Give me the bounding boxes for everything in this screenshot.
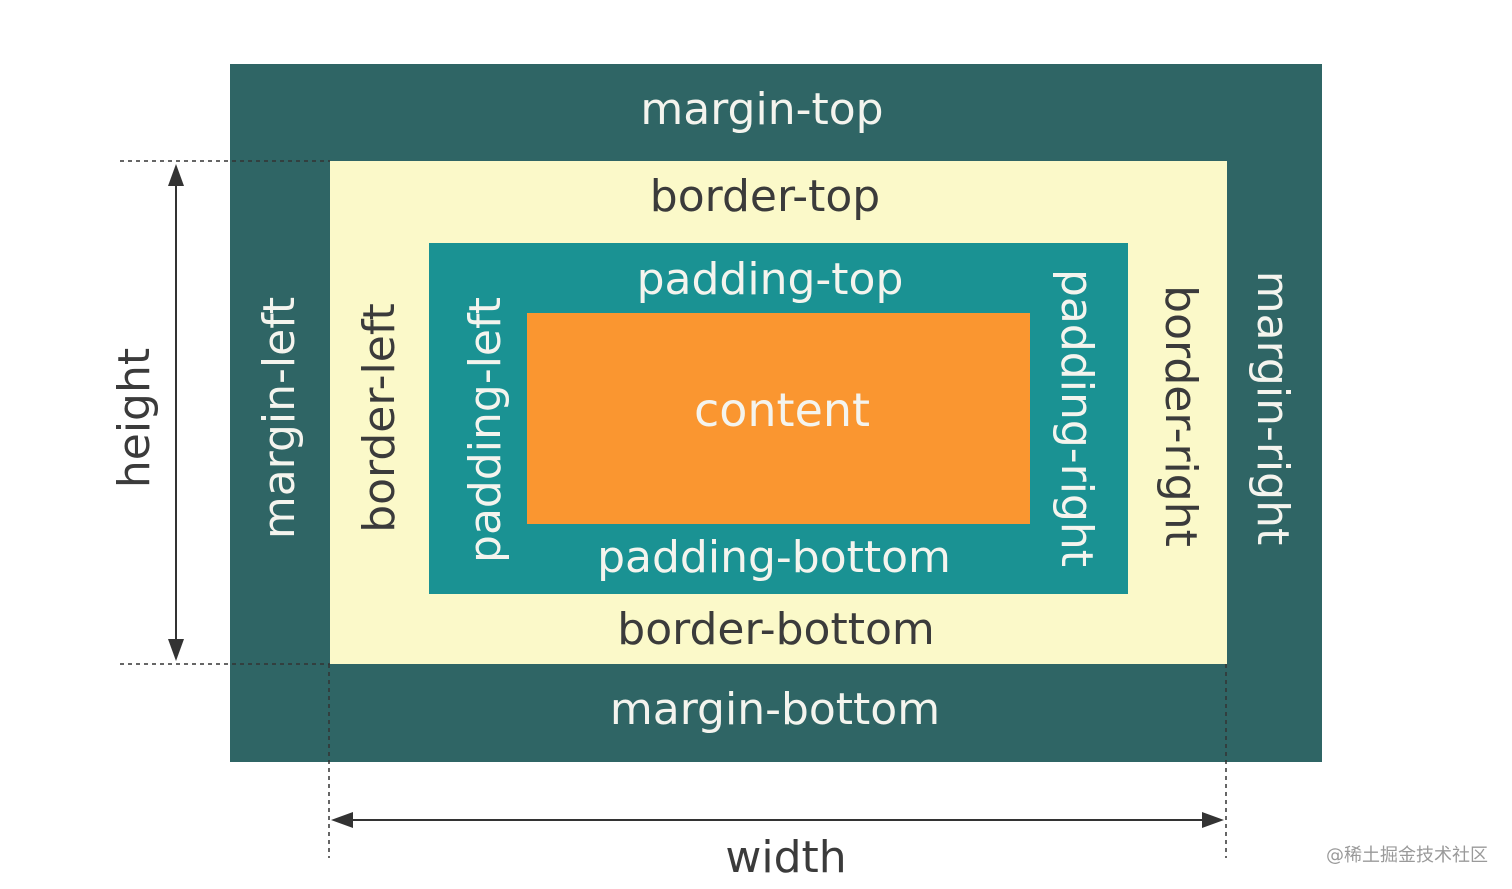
width-label: width [725,832,847,883]
margin-top-label: margin-top [640,84,884,135]
border-bottom-label: border-bottom [617,604,935,655]
width-arrow-left-head [331,812,353,828]
height-label: height [109,347,160,489]
border-top-label: border-top [649,171,881,222]
width-arrow-right-head [1202,812,1224,828]
margin-bottom-label: margin-bottom [609,684,941,735]
watermark: @稀土掘金技术社区 [1326,845,1488,866]
padding-top-label: padding-top [636,254,904,305]
padding-bottom-label: padding-bottom [597,532,951,583]
content-area [527,313,1030,524]
height-arrow-up-head [168,164,184,186]
height-arrow-down-head [168,639,184,661]
content-label: content [693,383,871,437]
